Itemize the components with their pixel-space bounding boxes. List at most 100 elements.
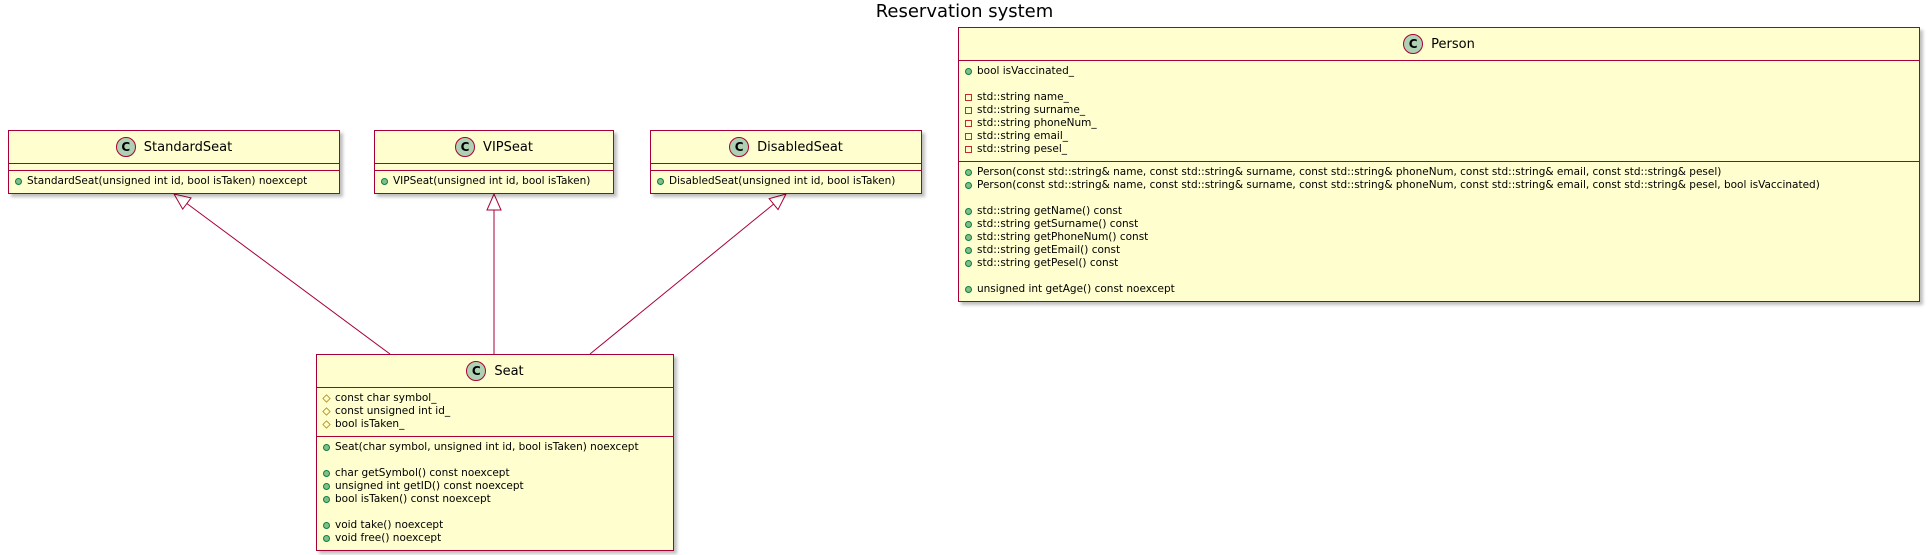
method-row: StandardSeat(unsigned int id, bool isTak… bbox=[15, 175, 333, 188]
public-visibility-icon bbox=[965, 260, 972, 267]
class-icon: C bbox=[115, 137, 136, 157]
public-visibility-icon bbox=[965, 247, 972, 254]
member-text: std::string name_ bbox=[977, 91, 1069, 103]
method-row: std::string getEmail() const bbox=[965, 244, 1913, 257]
inheritance-arrowhead bbox=[768, 193, 787, 211]
method-row: char getSymbol() const noexcept bbox=[323, 467, 667, 480]
member-text: VIPSeat(unsigned int id, bool isTaken) bbox=[393, 175, 591, 187]
diagram-title: Reservation system bbox=[875, 1, 1054, 22]
inheritance-line bbox=[186, 203, 391, 355]
public-visibility-icon bbox=[965, 208, 972, 215]
private-visibility-icon bbox=[965, 146, 972, 153]
field-row: std::string email_ bbox=[965, 130, 1913, 143]
member-text: std::string getPhoneNum() const bbox=[977, 231, 1149, 243]
private-visibility-icon bbox=[965, 107, 972, 114]
member-text: std::string getName() const bbox=[977, 205, 1122, 217]
public-visibility-icon bbox=[381, 178, 388, 185]
public-visibility-icon bbox=[965, 169, 972, 176]
member-text: unsigned int getID() const noexcept bbox=[335, 480, 524, 492]
protected-visibility-icon bbox=[322, 420, 331, 429]
member-text: char getSymbol() const noexcept bbox=[335, 467, 510, 479]
member-text: bool isTaken_ bbox=[335, 418, 405, 430]
private-visibility-icon bbox=[965, 133, 972, 140]
member-text: Person(const std::string& name, const st… bbox=[977, 166, 1722, 178]
field-row: bool isVaccinated_ bbox=[965, 65, 1913, 78]
class-fields-section: bool isVaccinated_std::string name_std::… bbox=[959, 60, 1919, 161]
public-visibility-icon bbox=[15, 178, 22, 185]
protected-visibility-icon bbox=[322, 394, 331, 403]
member-spacer bbox=[323, 454, 667, 467]
class-icon: C bbox=[729, 137, 750, 157]
member-text: std::string phoneNum_ bbox=[977, 117, 1097, 129]
class-fields-section bbox=[651, 163, 921, 170]
member-spacer bbox=[323, 506, 667, 519]
public-visibility-icon bbox=[323, 444, 330, 451]
inheritance-line bbox=[589, 203, 774, 355]
class-icon: C bbox=[466, 361, 487, 381]
class-header: C StandardSeat bbox=[9, 131, 339, 163]
member-text: Person(const std::string& name, const st… bbox=[977, 179, 1820, 191]
class-methods-section: Seat(char symbol, unsigned int id, bool … bbox=[317, 436, 673, 550]
field-row: std::string pesel_ bbox=[965, 143, 1913, 156]
member-text: StandardSeat(unsigned int id, bool isTak… bbox=[27, 175, 308, 187]
inheritance-arrowhead bbox=[486, 192, 502, 211]
field-row: std::string surname_ bbox=[965, 104, 1913, 117]
member-text: std::string pesel_ bbox=[977, 143, 1068, 155]
method-row: std::string getSurname() const bbox=[965, 218, 1913, 231]
member-text: const char symbol_ bbox=[335, 392, 437, 404]
field-row: const char symbol_ bbox=[322, 392, 667, 405]
member-text: void free() noexcept bbox=[335, 532, 442, 544]
public-visibility-icon bbox=[965, 221, 972, 228]
field-row: std::string phoneNum_ bbox=[965, 117, 1913, 130]
method-row: VIPSeat(unsigned int id, bool isTaken) bbox=[381, 175, 607, 188]
member-text: std::string getPesel() const bbox=[977, 257, 1119, 269]
method-row: unsigned int getID() const noexcept bbox=[323, 480, 667, 493]
member-spacer bbox=[965, 192, 1913, 205]
class-fields-section: const char symbol_const unsigned int id_… bbox=[317, 387, 673, 436]
class-fields-section bbox=[375, 163, 613, 170]
public-visibility-icon bbox=[965, 286, 972, 293]
class-name: Person bbox=[1431, 36, 1475, 52]
member-text: bool isVaccinated_ bbox=[977, 65, 1075, 77]
public-visibility-icon bbox=[323, 470, 330, 477]
member-text: std::string getEmail() const bbox=[977, 244, 1121, 256]
class-fields-section bbox=[9, 163, 339, 170]
public-visibility-icon bbox=[965, 182, 972, 189]
public-visibility-icon bbox=[323, 522, 330, 529]
member-text: DisabledSeat(unsigned int id, bool isTak… bbox=[669, 175, 896, 187]
class-methods-section: Person(const std::string& name, const st… bbox=[959, 161, 1919, 301]
member-text: std::string email_ bbox=[977, 130, 1069, 142]
method-row: DisabledSeat(unsigned int id, bool isTak… bbox=[657, 175, 915, 188]
private-visibility-icon bbox=[965, 120, 972, 127]
method-row: Seat(char symbol, unsigned int id, bool … bbox=[323, 441, 667, 454]
inheritance-arrowhead bbox=[172, 193, 192, 211]
public-visibility-icon bbox=[657, 178, 664, 185]
public-visibility-icon bbox=[323, 483, 330, 490]
class-name: StandardSeat bbox=[143, 139, 233, 155]
member-spacer bbox=[965, 270, 1913, 283]
class-methods-section: DisabledSeat(unsigned int id, bool isTak… bbox=[651, 170, 921, 193]
class-methods-section: VIPSeat(unsigned int id, bool isTaken) bbox=[375, 170, 613, 193]
protected-visibility-icon bbox=[322, 407, 331, 416]
member-spacer bbox=[965, 78, 1913, 91]
method-row: void take() noexcept bbox=[323, 519, 667, 532]
class-icon: C bbox=[1403, 34, 1424, 54]
member-text: Seat(char symbol, unsigned int id, bool … bbox=[335, 441, 639, 453]
method-row: std::string getName() const bbox=[965, 205, 1913, 218]
method-row: Person(const std::string& name, const st… bbox=[965, 179, 1913, 192]
class-methods-section: StandardSeat(unsigned int id, bool isTak… bbox=[9, 170, 339, 193]
member-text: void take() noexcept bbox=[335, 519, 444, 531]
member-text: unsigned int getAge() const noexcept bbox=[977, 283, 1175, 295]
class-name: VIPSeat bbox=[483, 139, 533, 155]
member-text: const unsigned int id_ bbox=[335, 405, 451, 417]
public-visibility-icon bbox=[965, 234, 972, 241]
